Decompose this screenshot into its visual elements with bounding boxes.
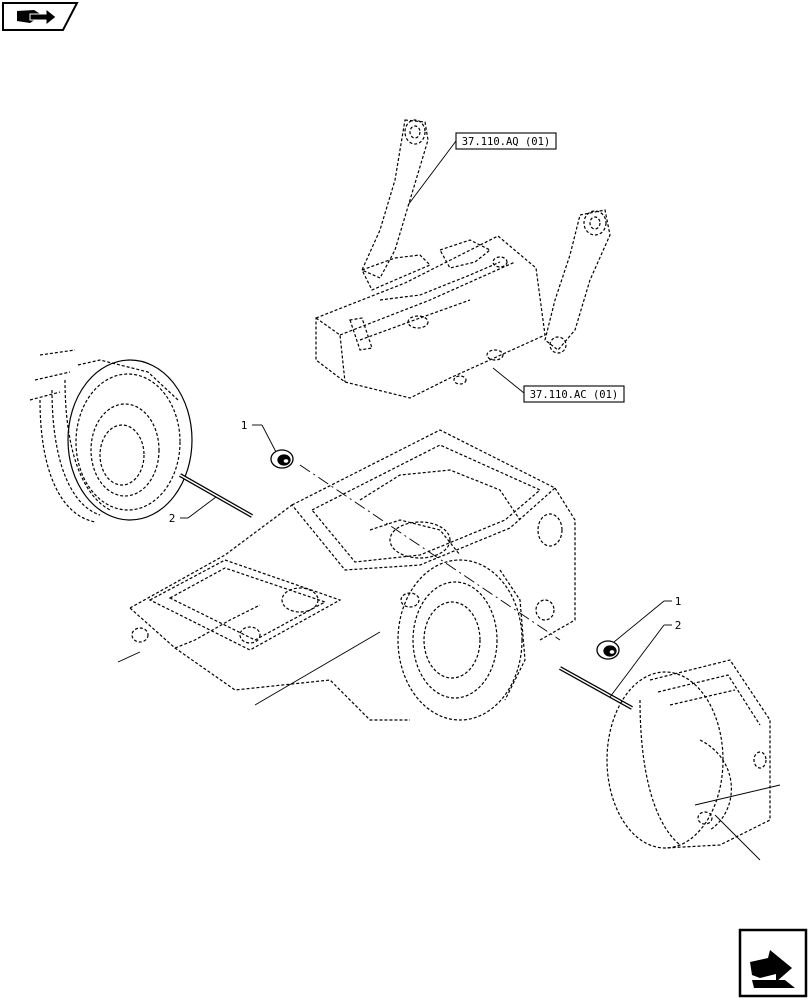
callout-right-seal: 1 [613, 595, 682, 643]
callout-right-shaft: 2 [609, 619, 682, 698]
reference-label-housing: 37.110.AC (01) [530, 389, 619, 401]
reference-box-hitch[interactable]: 37.110.AQ (01) [407, 132, 557, 206]
lift-cover-assembly [315, 119, 611, 399]
callout-label-2-left: 2 [169, 512, 176, 525]
callout-left-seal: 1 [241, 419, 277, 453]
right-seal [596, 640, 620, 660]
callout-label-2-right: 2 [675, 619, 682, 632]
leader-lines [117, 464, 781, 861]
right-shaft [559, 666, 633, 710]
reference-label-hitch: 37.110.AQ (01) [462, 136, 551, 148]
transmission-housing [129, 429, 576, 721]
callout-left-shaft: 2 [169, 496, 217, 525]
callout-label-1-right: 1 [675, 595, 682, 608]
left-shaft [179, 473, 253, 518]
right-final-drive-housing [606, 659, 771, 849]
callout-label-1-left: 1 [241, 419, 248, 432]
reference-box-housing[interactable]: 37.110.AC (01) [492, 367, 625, 403]
left-seal [270, 449, 294, 469]
left-final-drive-housing [29, 349, 193, 523]
return-arrow-icon[interactable] [738, 928, 808, 998]
book-arrow-icon[interactable] [2, 2, 79, 31]
